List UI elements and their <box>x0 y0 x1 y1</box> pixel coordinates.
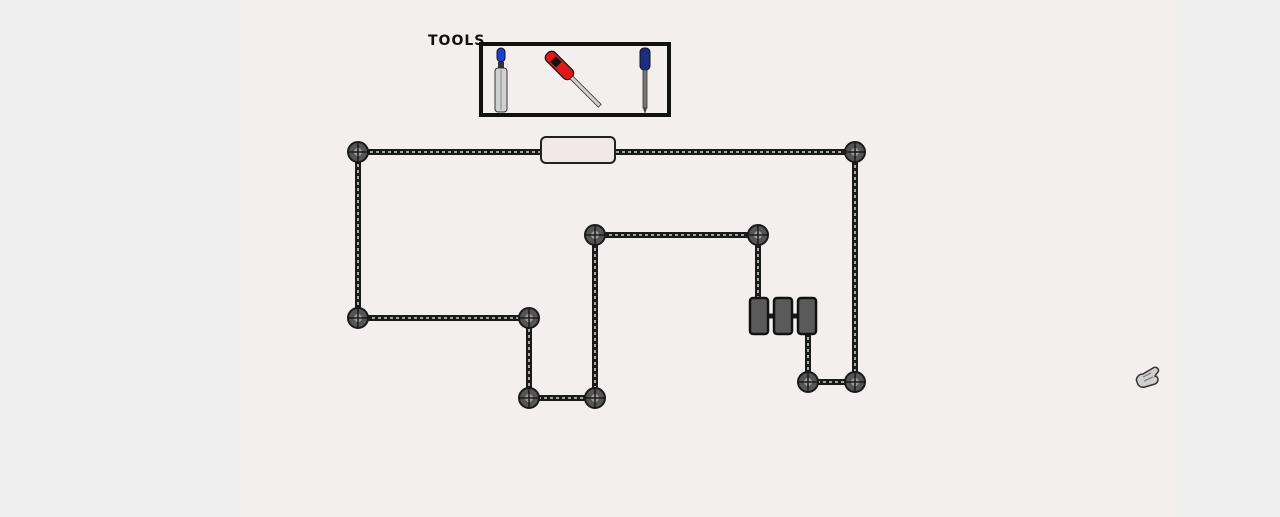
component-slot[interactable] <box>540 136 616 164</box>
game-stage <box>242 0 1178 517</box>
joint-node <box>518 307 540 329</box>
pipe-joints <box>347 141 866 409</box>
joint-node <box>844 141 866 163</box>
joint-node <box>797 371 819 393</box>
red-screwdriver-icon[interactable] <box>540 46 610 116</box>
battery-cell <box>748 296 770 336</box>
joint-node <box>347 307 369 329</box>
joint-node <box>518 387 540 409</box>
toolbox <box>479 42 671 117</box>
blue-screwdriver-icon[interactable] <box>490 46 512 116</box>
battery-cell <box>772 296 794 336</box>
joint-node <box>584 387 606 409</box>
hand-cursor-icon <box>1135 366 1160 388</box>
joint-node <box>584 224 606 246</box>
joint-node <box>347 141 369 163</box>
joint-node <box>747 224 769 246</box>
joint-node <box>844 371 866 393</box>
battery-pack <box>748 296 818 336</box>
dark-blue-screwdriver-icon[interactable] <box>634 46 656 116</box>
tools-label: TOOLS <box>428 33 486 49</box>
battery-cell <box>796 296 818 336</box>
